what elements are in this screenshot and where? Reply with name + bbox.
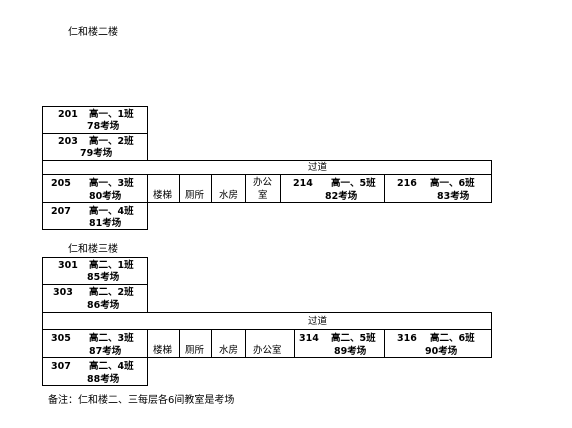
toilet: 厕所 — [179, 174, 212, 203]
floor2-title: 仁和楼二楼 — [68, 27, 118, 38]
room-207: 207 高一、4班 81考场 — [42, 202, 148, 230]
room-number: 314 — [299, 333, 319, 344]
room-class: 高一、6班 — [430, 178, 475, 189]
room-venue: 79考场 — [80, 148, 113, 159]
corridor: 过道 — [42, 312, 492, 330]
room-venue: 81考场 — [89, 218, 122, 229]
room-class: 高二、5班 — [331, 333, 376, 344]
office-label-line1: 办公 — [253, 177, 273, 188]
stairs: 楼梯 — [147, 174, 180, 203]
room-number: 303 — [53, 287, 73, 298]
floor3-title: 仁和楼三楼 — [68, 244, 118, 255]
corridor-label: 过道 — [308, 162, 328, 173]
room-301: 301 高二、1班 85考场 — [42, 257, 148, 285]
room-203: 203 高一、2班 79考场 — [42, 133, 148, 161]
office: 办公室 — [245, 329, 295, 358]
water-room: 水房 — [211, 174, 246, 203]
office-label-line2: 室 — [258, 190, 268, 201]
footnote: 备注：仁和楼二、三每层各6间教室是考场 — [48, 395, 235, 406]
water-room-label: 水房 — [219, 345, 239, 356]
stairs: 楼梯 — [147, 329, 180, 358]
room-216: 216 高一、6班 83考场 — [384, 174, 492, 203]
room-venue: 78考场 — [87, 121, 120, 132]
room-number: 203 — [58, 136, 78, 147]
room-number: 305 — [51, 333, 71, 344]
room-venue: 83考场 — [437, 191, 470, 202]
toilet: 厕所 — [179, 329, 212, 358]
room-class: 高二、6班 — [430, 333, 475, 344]
room-316: 316 高二、6班 90考场 — [384, 329, 492, 358]
room-201: 201 高一、1班 78考场 — [42, 106, 148, 134]
room-305: 305 高二、3班 87考场 — [42, 329, 148, 358]
stairs-label: 楼梯 — [153, 345, 173, 356]
room-number: 207 — [51, 206, 71, 217]
room-class: 高一、4班 — [89, 206, 134, 217]
room-class: 高二、4班 — [89, 361, 134, 372]
room-314: 314 高二、5班 89考场 — [294, 329, 385, 358]
corridor: 过道 — [42, 160, 492, 175]
room-class: 高二、2班 — [89, 287, 134, 298]
room-class: 高一、2班 — [89, 136, 134, 147]
room-venue: 88考场 — [87, 374, 120, 385]
stairs-label: 楼梯 — [153, 190, 173, 201]
room-venue: 86考场 — [87, 300, 120, 311]
room-214: 214 高一、5班 82考场 — [280, 174, 385, 203]
room-number: 307 — [51, 361, 71, 372]
water-room: 水房 — [211, 329, 246, 358]
office: 办公 室 — [245, 174, 281, 203]
toilet-label: 厕所 — [185, 190, 205, 201]
room-venue: 90考场 — [425, 346, 458, 357]
toilet-label: 厕所 — [185, 345, 205, 356]
room-number: 301 — [58, 260, 78, 271]
room-class: 高一、5班 — [331, 178, 376, 189]
room-venue: 89考场 — [334, 346, 367, 357]
room-303: 303 高二、2班 86考场 — [42, 284, 148, 313]
room-number: 316 — [397, 333, 417, 344]
room-307: 307 高二、4班 88考场 — [42, 357, 148, 386]
room-class: 高二、3班 — [89, 333, 134, 344]
room-number: 214 — [293, 178, 313, 189]
room-number: 201 — [58, 109, 78, 120]
room-venue: 80考场 — [89, 191, 122, 202]
water-room-label: 水房 — [219, 190, 239, 201]
room-class: 高一、3班 — [89, 178, 134, 189]
room-class: 高二、1班 — [89, 260, 134, 271]
corridor-label: 过道 — [308, 316, 328, 327]
office-label: 办公室 — [253, 345, 282, 356]
room-venue: 85考场 — [87, 272, 120, 283]
room-number: 216 — [397, 178, 417, 189]
room-class: 高一、1班 — [89, 109, 134, 120]
room-venue: 82考场 — [325, 191, 358, 202]
room-venue: 87考场 — [89, 346, 122, 357]
room-number: 205 — [51, 178, 71, 189]
room-205: 205 高一、3班 80考场 — [42, 174, 148, 203]
